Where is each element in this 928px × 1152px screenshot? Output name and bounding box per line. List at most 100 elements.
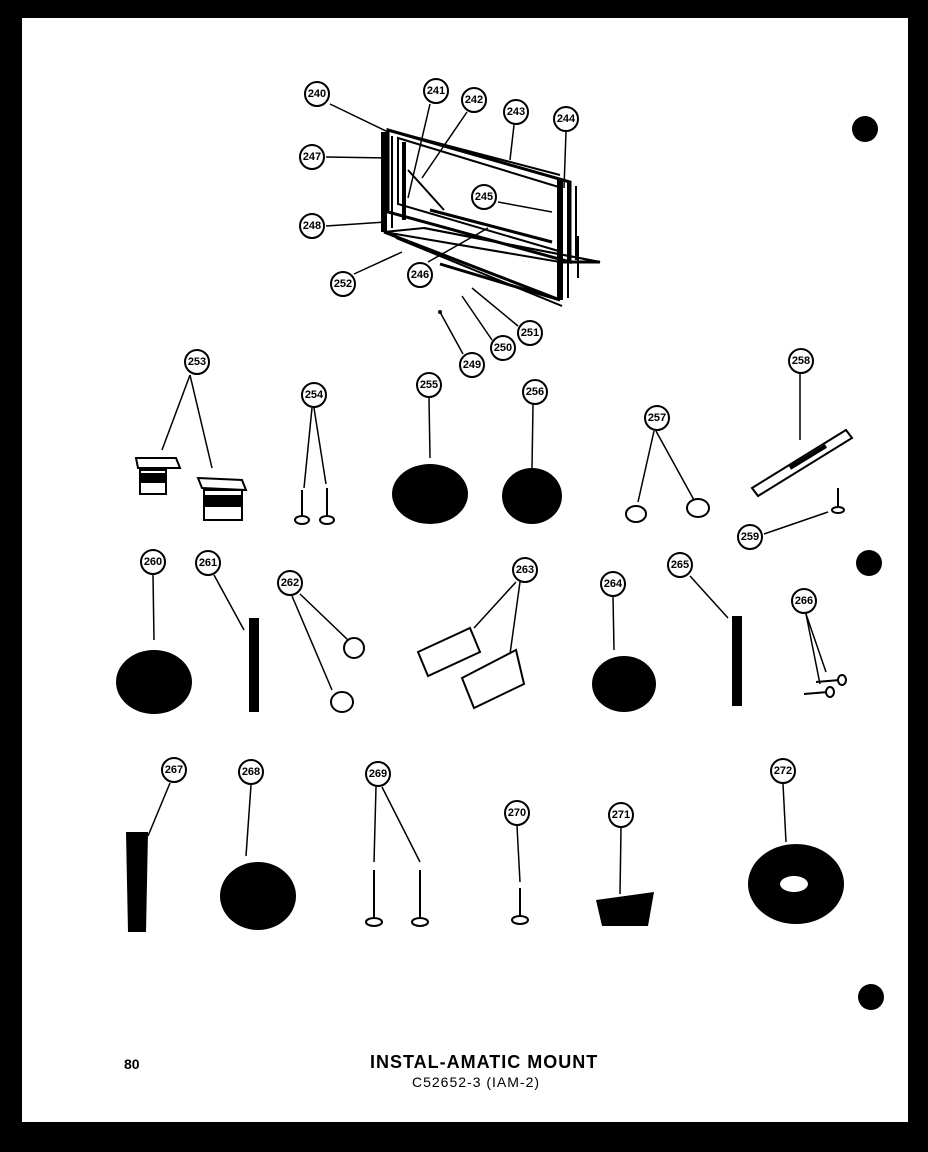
callout-circle <box>461 87 487 113</box>
leader-line-269 <box>373 786 377 863</box>
leader-line-262 <box>299 593 349 641</box>
leader-line-265 <box>689 575 729 619</box>
callout-262: 262 <box>277 570 303 596</box>
callout-circle <box>512 557 538 583</box>
callout-circle <box>161 757 187 783</box>
callout-circle <box>471 184 497 210</box>
callout-265: 265 <box>667 552 693 578</box>
long-screws <box>365 870 429 927</box>
callout-circle <box>517 320 543 346</box>
leader-line-264 <box>612 596 615 651</box>
leader-line-254 <box>303 407 313 489</box>
callout-number: 245 <box>475 191 493 203</box>
callout-circle <box>490 335 516 361</box>
leader-line-243 <box>509 124 515 161</box>
callout-245: 245 <box>471 184 497 210</box>
callout-number: 250 <box>494 342 512 354</box>
parts-sheet <box>22 18 908 1122</box>
callout-264: 264 <box>600 571 626 597</box>
seal-strip-2 <box>732 616 742 706</box>
binder-hole-middle <box>856 550 882 576</box>
callout-263: 263 <box>512 557 538 583</box>
callout-circle <box>503 99 529 125</box>
leader-line-253 <box>189 374 213 469</box>
leader-line-269 <box>381 786 421 863</box>
callout-circle <box>553 106 579 132</box>
leader-line-255 <box>428 397 431 459</box>
sealant-packet <box>596 892 654 926</box>
leader-line-262 <box>291 595 333 691</box>
callout-circle <box>277 570 303 596</box>
callout-circle <box>195 550 221 576</box>
callout-circle <box>304 81 330 107</box>
callout-257: 257 <box>644 405 670 431</box>
leader-line-248 <box>325 221 387 227</box>
callout-246: 246 <box>407 262 433 288</box>
page-number: 80 <box>124 1056 140 1072</box>
binder-hole-top <box>852 116 878 142</box>
small-screw <box>831 488 845 514</box>
leader-line-259 <box>763 511 829 535</box>
callout-number: 242 <box>465 94 483 106</box>
leader-line-257 <box>655 430 695 501</box>
leader-line-241 <box>407 103 431 199</box>
leader-line-240 <box>329 103 389 133</box>
callout-254: 254 <box>301 382 327 408</box>
callout-circle <box>416 372 442 398</box>
callout-number: 253 <box>188 356 206 368</box>
leader-line-267 <box>147 782 171 837</box>
nuts <box>625 498 710 523</box>
leader-line-242 <box>421 111 468 179</box>
callout-271: 271 <box>608 802 634 828</box>
callout-number: 252 <box>334 278 352 290</box>
seal-strip <box>249 618 259 712</box>
callout-267: 267 <box>161 757 187 783</box>
callout-261: 261 <box>195 550 221 576</box>
leader-line-253 <box>161 374 191 451</box>
callout-number: 261 <box>199 557 217 569</box>
spring-clips <box>416 626 526 710</box>
callout-260: 260 <box>140 549 166 575</box>
insulation-roll <box>220 862 296 930</box>
leader-line-260 <box>152 574 155 641</box>
leader-line-252 <box>353 251 403 275</box>
callout-249: 249 <box>459 352 485 378</box>
callout-circle <box>737 524 763 550</box>
callout-circle <box>608 802 634 828</box>
callout-268: 268 <box>238 759 264 785</box>
callout-241: 241 <box>423 78 449 104</box>
callout-272: 272 <box>770 758 796 784</box>
callout-number: 247 <box>303 151 321 163</box>
leader-line-266 <box>805 613 827 673</box>
leader-line-256 <box>531 404 534 469</box>
callout-circle <box>791 588 817 614</box>
callout-circle <box>459 352 485 378</box>
callout-circle <box>600 571 626 597</box>
callout-247: 247 <box>299 144 325 170</box>
callout-number: 258 <box>792 355 810 367</box>
binder-hole-bottom <box>858 984 884 1010</box>
callout-number: 243 <box>507 106 525 118</box>
leader-line-245 <box>497 201 553 213</box>
callout-266: 266 <box>791 588 817 614</box>
callout-number: 249 <box>463 359 481 371</box>
callout-circle <box>407 262 433 288</box>
callout-circle <box>299 213 325 239</box>
callout-circle <box>522 379 548 405</box>
callout-number: 254 <box>305 389 324 401</box>
leader-line-268 <box>245 784 252 857</box>
callout-number: 262 <box>281 577 299 589</box>
callout-248: 248 <box>299 213 325 239</box>
leader-line-249 <box>439 311 464 355</box>
leader-line-251 <box>471 287 519 327</box>
callout-circle <box>504 800 530 826</box>
callout-243: 243 <box>503 99 529 125</box>
callout-circle <box>365 761 391 787</box>
callout-number: 241 <box>427 85 445 97</box>
callout-number: 272 <box>774 765 792 777</box>
callout-252: 252 <box>330 271 356 297</box>
callout-number: 246 <box>411 269 429 281</box>
callout-circle <box>423 78 449 104</box>
